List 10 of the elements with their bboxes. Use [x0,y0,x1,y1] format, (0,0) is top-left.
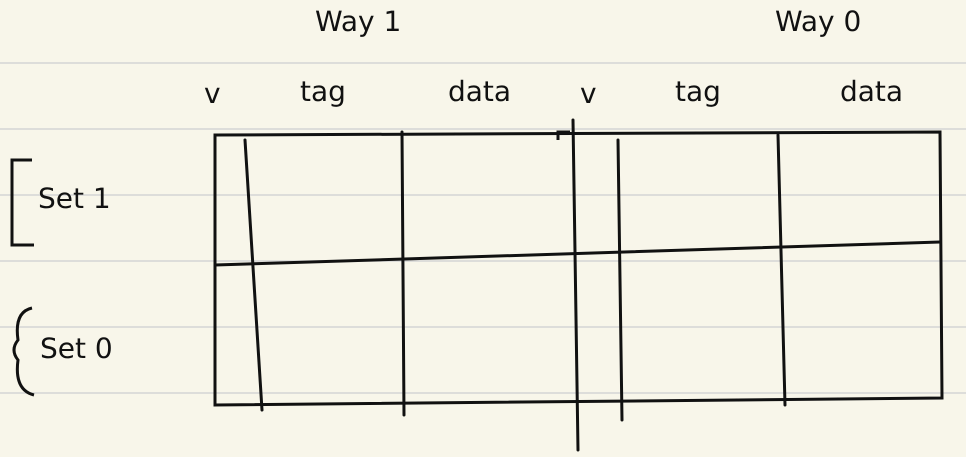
row-heading: Set 0 [40,335,113,363]
column-heading: tag [300,78,346,106]
column-heading: data [840,78,904,106]
column-heading: Way 0 [775,8,862,36]
column-heading: v [204,80,221,108]
column-heading: data [448,78,512,106]
row-heading: Set 1 [38,185,111,213]
column-heading: Way 1 [315,8,402,36]
column-heading: tag [675,78,721,106]
column-heading: v [580,80,597,108]
